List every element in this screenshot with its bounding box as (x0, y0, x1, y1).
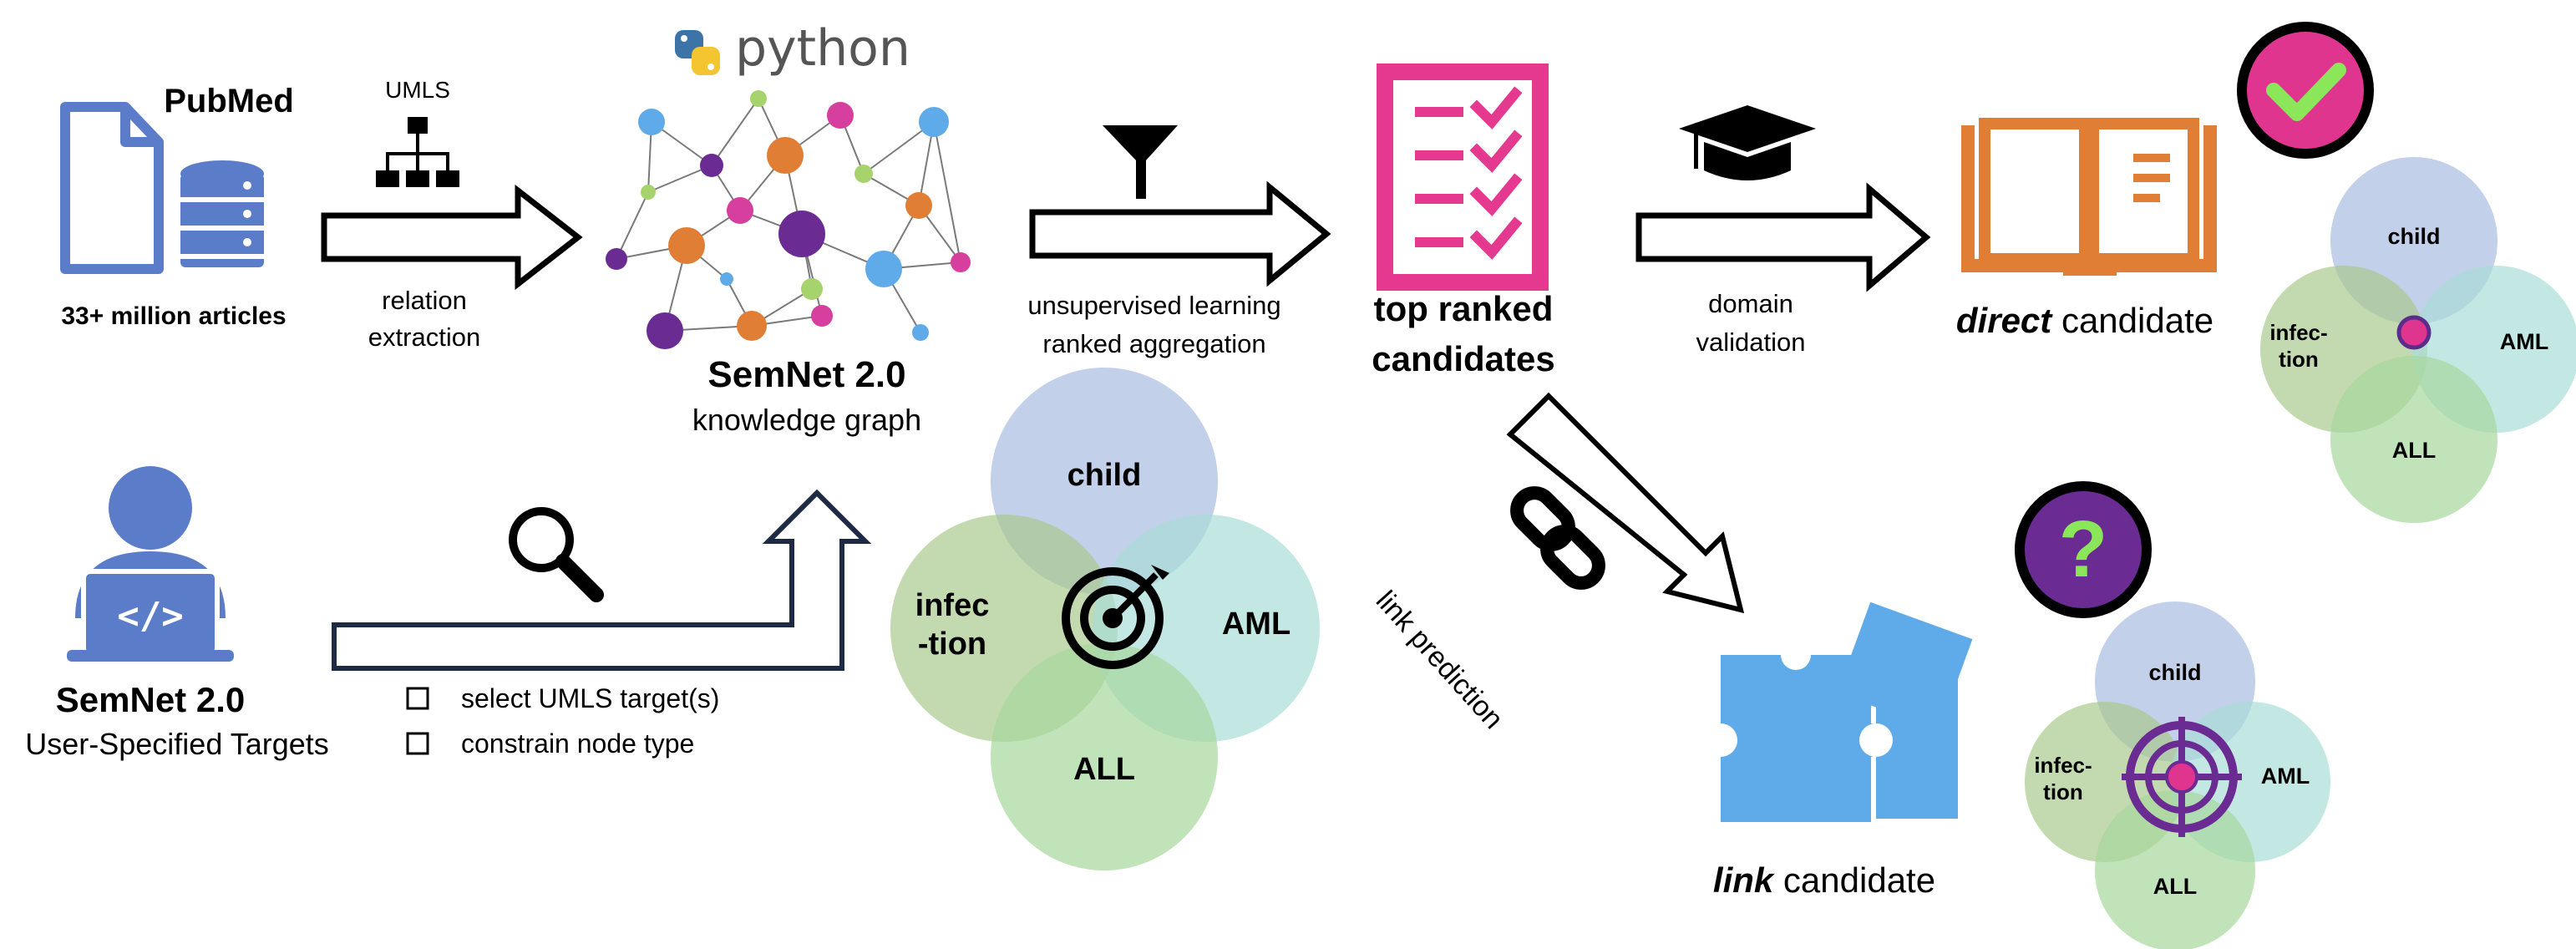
svg-text:</>: </> (117, 595, 183, 637)
venn-link-bottom-label: ALL (2153, 874, 2198, 899)
relation-extraction-line-2: extraction (368, 322, 481, 352)
graph-edge (933, 121, 961, 263)
graph-node (854, 165, 873, 183)
python-logo-text: python (735, 19, 910, 78)
domain-validation-line-1: domain (1708, 289, 1793, 318)
graph-node (647, 312, 683, 349)
graph-node (641, 185, 656, 200)
domain-validation-line-2: validation (1696, 327, 1806, 357)
venn-link-left-label-1: infec- (2034, 753, 2092, 778)
arrow-user-targets (332, 489, 872, 671)
venn-main-left-label-1: infec (915, 588, 990, 623)
option-checkbox-node-type[interactable] (406, 732, 429, 755)
book-icon (1961, 118, 2217, 276)
semnet-kg-subtitle: knowledge graph (692, 403, 922, 437)
arrow-domain-validation (1635, 182, 1931, 292)
link-candidate-rest: candidate (1773, 860, 1936, 900)
venn-direct-top-label: child (2387, 224, 2441, 249)
arrow-relation-extraction (321, 184, 583, 291)
graph-node (912, 324, 929, 341)
magnifier-icon (509, 507, 604, 602)
venn-diagram-main (890, 368, 1320, 870)
arrow-unsupervised-learning (1029, 180, 1331, 287)
option-constrain-node-label: constrain node type (461, 728, 695, 759)
venn-main-right-label: AML (1221, 606, 1291, 642)
venn-direct-left-label-2: tion (2279, 347, 2319, 372)
option-checkbox-umls[interactable] (406, 687, 429, 710)
graph-node (668, 227, 705, 264)
top-ranked-line-1: top ranked (1373, 289, 1554, 328)
graph-node (811, 305, 833, 327)
database-icon (180, 160, 264, 267)
graph-node (727, 197, 753, 224)
option-select-umls-label: select UMLS target(s) (461, 683, 720, 713)
graph-node (778, 211, 825, 257)
checklist-icon (1377, 63, 1549, 291)
puzzle-pieces-icon (1704, 601, 1973, 822)
python-logo-icon (675, 30, 720, 75)
relation-extraction-line-1: relation (382, 286, 467, 315)
link-candidate-emphasis: link (1712, 860, 1774, 900)
graph-node (951, 252, 971, 272)
user-targets-title: SemNet 2.0 (55, 680, 246, 719)
venn-link-right-label: AML (2260, 764, 2310, 789)
graph-node (865, 251, 902, 287)
knowledge-graph-nodes (606, 90, 971, 349)
pubmed-subtitle: 33+ million articles (61, 302, 287, 330)
venn-direct-right-label: AML (2499, 329, 2549, 354)
target-dart-icon (1062, 565, 1169, 669)
venn-main-top-label: child (1067, 458, 1142, 493)
venn-diagram-direct (2260, 157, 2576, 523)
question-badge-icon (2015, 481, 2152, 618)
graph-node (720, 272, 733, 286)
graph-node (606, 248, 627, 270)
link-candidate-label: link candidate (1713, 860, 1935, 901)
chain-link-icon (1510, 486, 1605, 590)
graph-node (919, 107, 949, 137)
crosshair-target-icon (2122, 717, 2242, 837)
graph-node (638, 109, 665, 135)
graph-edge (616, 191, 649, 260)
graph-node (750, 90, 767, 107)
question-mark-glyph: ? (2058, 504, 2108, 594)
top-ranked-line-2: candidates (1372, 339, 1555, 378)
venn-link-top-label: child (2148, 660, 2202, 685)
semnet-kg-title: SemNet 2.0 (707, 354, 906, 395)
venn-direct-bottom-label: ALL (2391, 438, 2437, 463)
graph-node (737, 311, 767, 341)
venn-main-bottom-label: ALL (1073, 752, 1135, 787)
venn-link-left-label-2: tion (2043, 779, 2083, 804)
graph-node (700, 154, 723, 177)
graph-node (801, 278, 823, 300)
unsupervised-line-1: unsupervised learning (1027, 291, 1281, 320)
umls-label: UMLS (385, 77, 450, 103)
developer-user-icon: </> (67, 466, 234, 662)
document-icon (60, 102, 164, 274)
venn-direct-left-label-1: infec- (2269, 320, 2328, 345)
check-badge-icon (2237, 22, 2374, 159)
graph-node (827, 102, 854, 129)
user-targets-subtitle: User-Specified Targets (25, 727, 329, 761)
graph-node (767, 137, 804, 174)
direct-candidate-label: direct candidate (1956, 301, 2213, 341)
graduation-cap-icon (1679, 105, 1816, 180)
funnel-icon (1103, 125, 1178, 199)
arrow-link-prediction (1506, 392, 1745, 614)
unsupervised-line-2: ranked aggregation (1042, 329, 1266, 358)
direct-candidate-emphasis: direct (1955, 301, 2052, 340)
venn-main-left-label-2: -tion (917, 627, 987, 662)
direct-candidate-rest: candidate (2051, 301, 2214, 340)
graph-node (905, 192, 932, 219)
graph-edge (711, 98, 759, 166)
pubmed-title: PubMed (164, 83, 294, 119)
venn-direct-center-dot (2396, 315, 2431, 350)
hierarchy-icon (376, 117, 459, 187)
